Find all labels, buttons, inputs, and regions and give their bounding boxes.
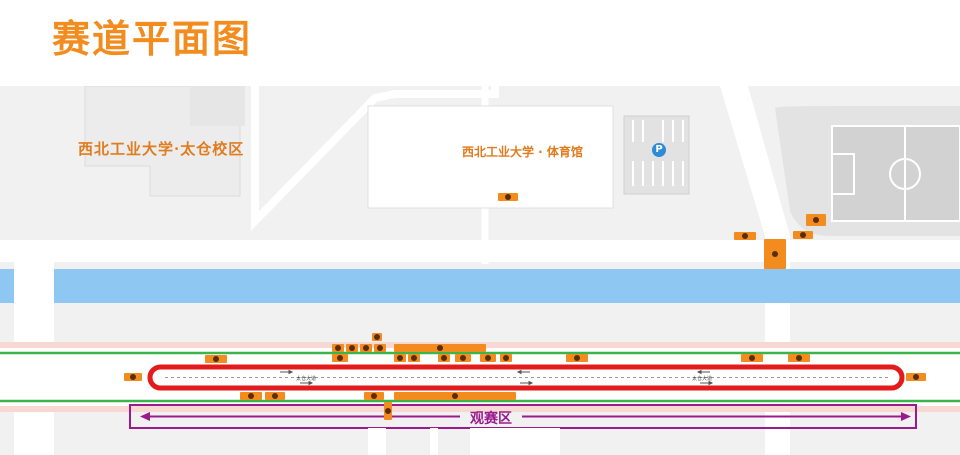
- map-marker-icon[interactable]: [438, 354, 450, 362]
- map-marker-icon[interactable]: [741, 354, 763, 362]
- map-marker-icon[interactable]: [332, 354, 348, 362]
- map-marker-icon[interactable]: [806, 214, 826, 226]
- lane-strip-bottom: [0, 406, 960, 412]
- track-road-label-left: 太仓大道: [296, 376, 317, 382]
- arrow-right-icon: [901, 412, 911, 421]
- map-marker-icon[interactable]: [265, 392, 285, 400]
- map-marker-icon[interactable]: [205, 355, 227, 363]
- map-marker-icon[interactable]: [346, 344, 358, 352]
- arrow-icon: [280, 369, 714, 386]
- gym-building: [367, 105, 614, 209]
- map-marker-icon[interactable]: [408, 354, 420, 362]
- map-marker-icon[interactable]: [364, 392, 384, 400]
- campus-building: [190, 86, 245, 126]
- parking-icon: P: [652, 143, 666, 157]
- viewing-zone-label: 观赛区: [470, 411, 512, 427]
- track-map: 西北工业大学·太仓校区 西北工业大学 · 体育馆 P 太仓大道 太仓大道 观赛区: [0, 86, 960, 455]
- map-marker-icon[interactable]: [566, 354, 588, 362]
- map-marker-icon[interactable]: [332, 344, 344, 352]
- river: [0, 269, 960, 303]
- map-marker-icon[interactable]: [793, 231, 813, 239]
- main-road: [0, 240, 960, 262]
- map-marker-icon[interactable]: [500, 354, 512, 362]
- arrow-left-icon: [140, 412, 150, 421]
- map-marker-icon[interactable]: [394, 354, 406, 362]
- map-marker-icon[interactable]: [360, 344, 372, 352]
- map-marker-icon[interactable]: [455, 354, 471, 362]
- map-marker-icon[interactable]: [394, 392, 516, 400]
- campus-label: 西北工业大学·太仓校区: [78, 140, 245, 158]
- map-marker-icon[interactable]: [240, 392, 262, 400]
- map-marker-icon[interactable]: [734, 232, 756, 240]
- map-marker-icon[interactable]: [788, 354, 810, 362]
- campus-road: [251, 86, 499, 231]
- map-marker-icon[interactable]: [384, 402, 392, 420]
- map-marker-icon[interactable]: [764, 239, 786, 269]
- map-marker-icon[interactable]: [124, 373, 142, 381]
- page-title: 赛道平面图: [52, 17, 253, 61]
- map-marker-icon[interactable]: [906, 373, 926, 381]
- gym-label: 西北工业大学 · 体育馆: [462, 145, 583, 159]
- track-road-label-right: 太仓大道: [692, 376, 713, 382]
- map-marker-icon[interactable]: [374, 344, 386, 352]
- map-marker-icon[interactable]: [394, 344, 486, 352]
- map-marker-icon[interactable]: [480, 354, 496, 362]
- football-field: [831, 125, 960, 222]
- map-marker-icon[interactable]: [372, 333, 382, 341]
- map-marker-icon[interactable]: [498, 193, 518, 201]
